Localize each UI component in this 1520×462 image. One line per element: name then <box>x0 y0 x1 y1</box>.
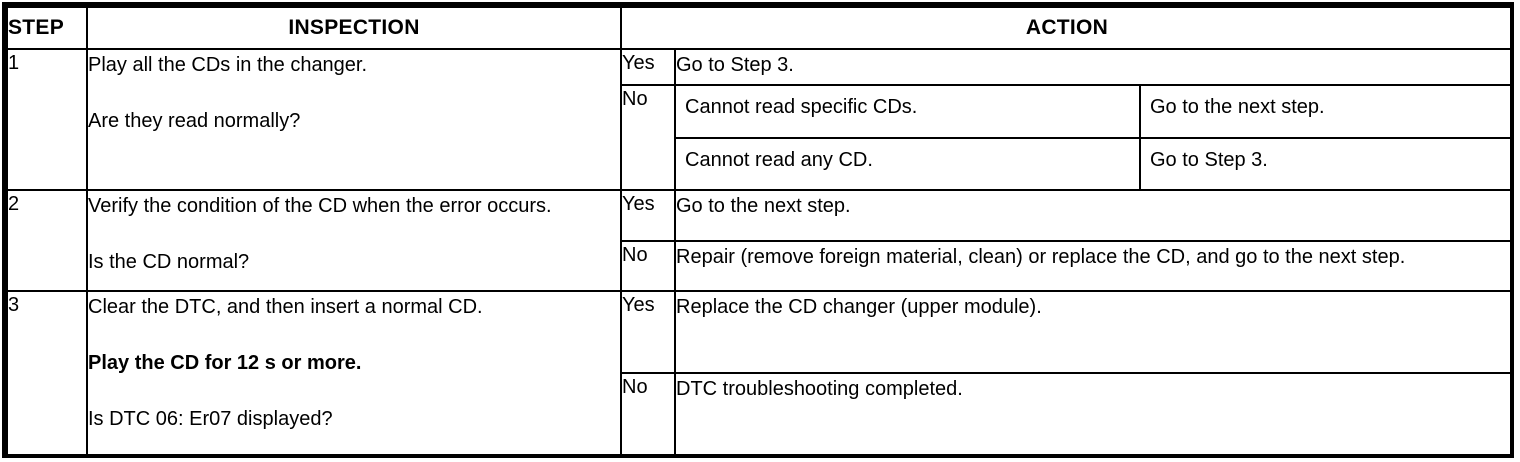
inspection-cell-3: Clear the DTC, and then insert a normal … <box>86 289 622 457</box>
answer-label-2-yes: Yes <box>620 189 676 242</box>
action-result-1-1: Go to the next step. <box>1140 86 1513 139</box>
step-number-2: 2 <box>6 189 88 292</box>
column-header-inspection: INSPECTION <box>86 6 622 50</box>
inspection-line-1b: Are they read normally? <box>88 110 301 132</box>
table-row-step-3-no: No DTC troubleshooting completed. <box>7 371 1515 457</box>
table-row-step-2: 2 Verify the condition of the CD when th… <box>6 189 1515 292</box>
table-row-step-2-no: No Repair (remove foreign material, clea… <box>7 239 1515 292</box>
spacer <box>88 80 620 106</box>
inspection-line-3a: Clear the DTC, and then insert a normal … <box>88 295 483 318</box>
table-row-step-1-no: No Cannot read specific CDs. Go to the n… <box>7 84 1515 192</box>
inspection-line-3b: Play the CD for 12 s or more. <box>88 348 620 378</box>
inspection-line-1a: Play all the CDs in the changer. <box>88 54 368 76</box>
troubleshooting-table: STEP INSPECTION ACTION 1 Play all the CD… <box>6 6 1515 457</box>
action-subrow: Cannot read specific CDs. Go to the next… <box>676 86 1513 139</box>
answer-label-2-no: No <box>620 239 676 292</box>
action-result-1-2: Go to Step 3. <box>1140 137 1513 190</box>
inspection-line-2b: Is the CD normal? <box>88 251 250 274</box>
action-cell-2-yes: Go to the next step. <box>673 189 1515 242</box>
action-subrow: Cannot read any CD. Go to Step 3. <box>676 137 1513 190</box>
inspection-line-3b-suffix: . <box>355 351 362 374</box>
action-cell-1-yes: Go to Step 3. <box>673 47 1515 87</box>
table-row-step-3: 3 Clear the DTC, and then insert a norma… <box>6 289 1515 457</box>
action-subtable-1: Cannot read specific CDs. Go to the next… <box>676 86 1513 190</box>
spacer <box>88 221 620 247</box>
inspection-cell-1: Play all the CDs in the changer. Are the… <box>86 47 622 192</box>
step-number-1: 1 <box>6 47 88 192</box>
inspection-cell-2: Verify the condition of the CD when the … <box>86 189 622 292</box>
answer-label-1-no: No <box>620 84 676 192</box>
action-cell-3-no: DTC troubleshooting completed. <box>673 371 1515 457</box>
action-cell-3-yes: Replace the CD changer (upper module). <box>673 289 1515 374</box>
spacer <box>88 378 620 404</box>
inspection-line-3c: Is DTC 06: Er07 displayed? <box>88 407 333 430</box>
answer-label-3-no: No <box>620 371 676 457</box>
spacer <box>88 322 620 348</box>
inspection-line-3b-prefix: Play the CD for <box>88 351 237 374</box>
column-header-step: STEP <box>6 6 88 50</box>
column-header-action: ACTION <box>619 6 1515 50</box>
action-cell-2-no: Repair (remove foreign material, clean) … <box>673 239 1515 292</box>
step-number-3: 3 <box>6 289 88 457</box>
action-condition-1-1: Cannot read specific CDs. <box>676 86 1141 139</box>
inspection-line-3b-emphasis: 12 s or more <box>236 351 356 374</box>
action-cell-1-no: Cannot read specific CDs. Go to the next… <box>673 84 1515 192</box>
answer-label-1-yes: Yes <box>620 47 676 87</box>
table-row-step-1: 1 Play all the CDs in the changer. Are t… <box>6 47 1515 192</box>
action-condition-1-2: Cannot read any CD. <box>676 137 1141 190</box>
table-header-row: STEP INSPECTION ACTION <box>6 6 1515 50</box>
inspection-line-2a: Verify the condition of the CD when the … <box>88 195 552 218</box>
answer-label-3-yes: Yes <box>620 289 676 374</box>
